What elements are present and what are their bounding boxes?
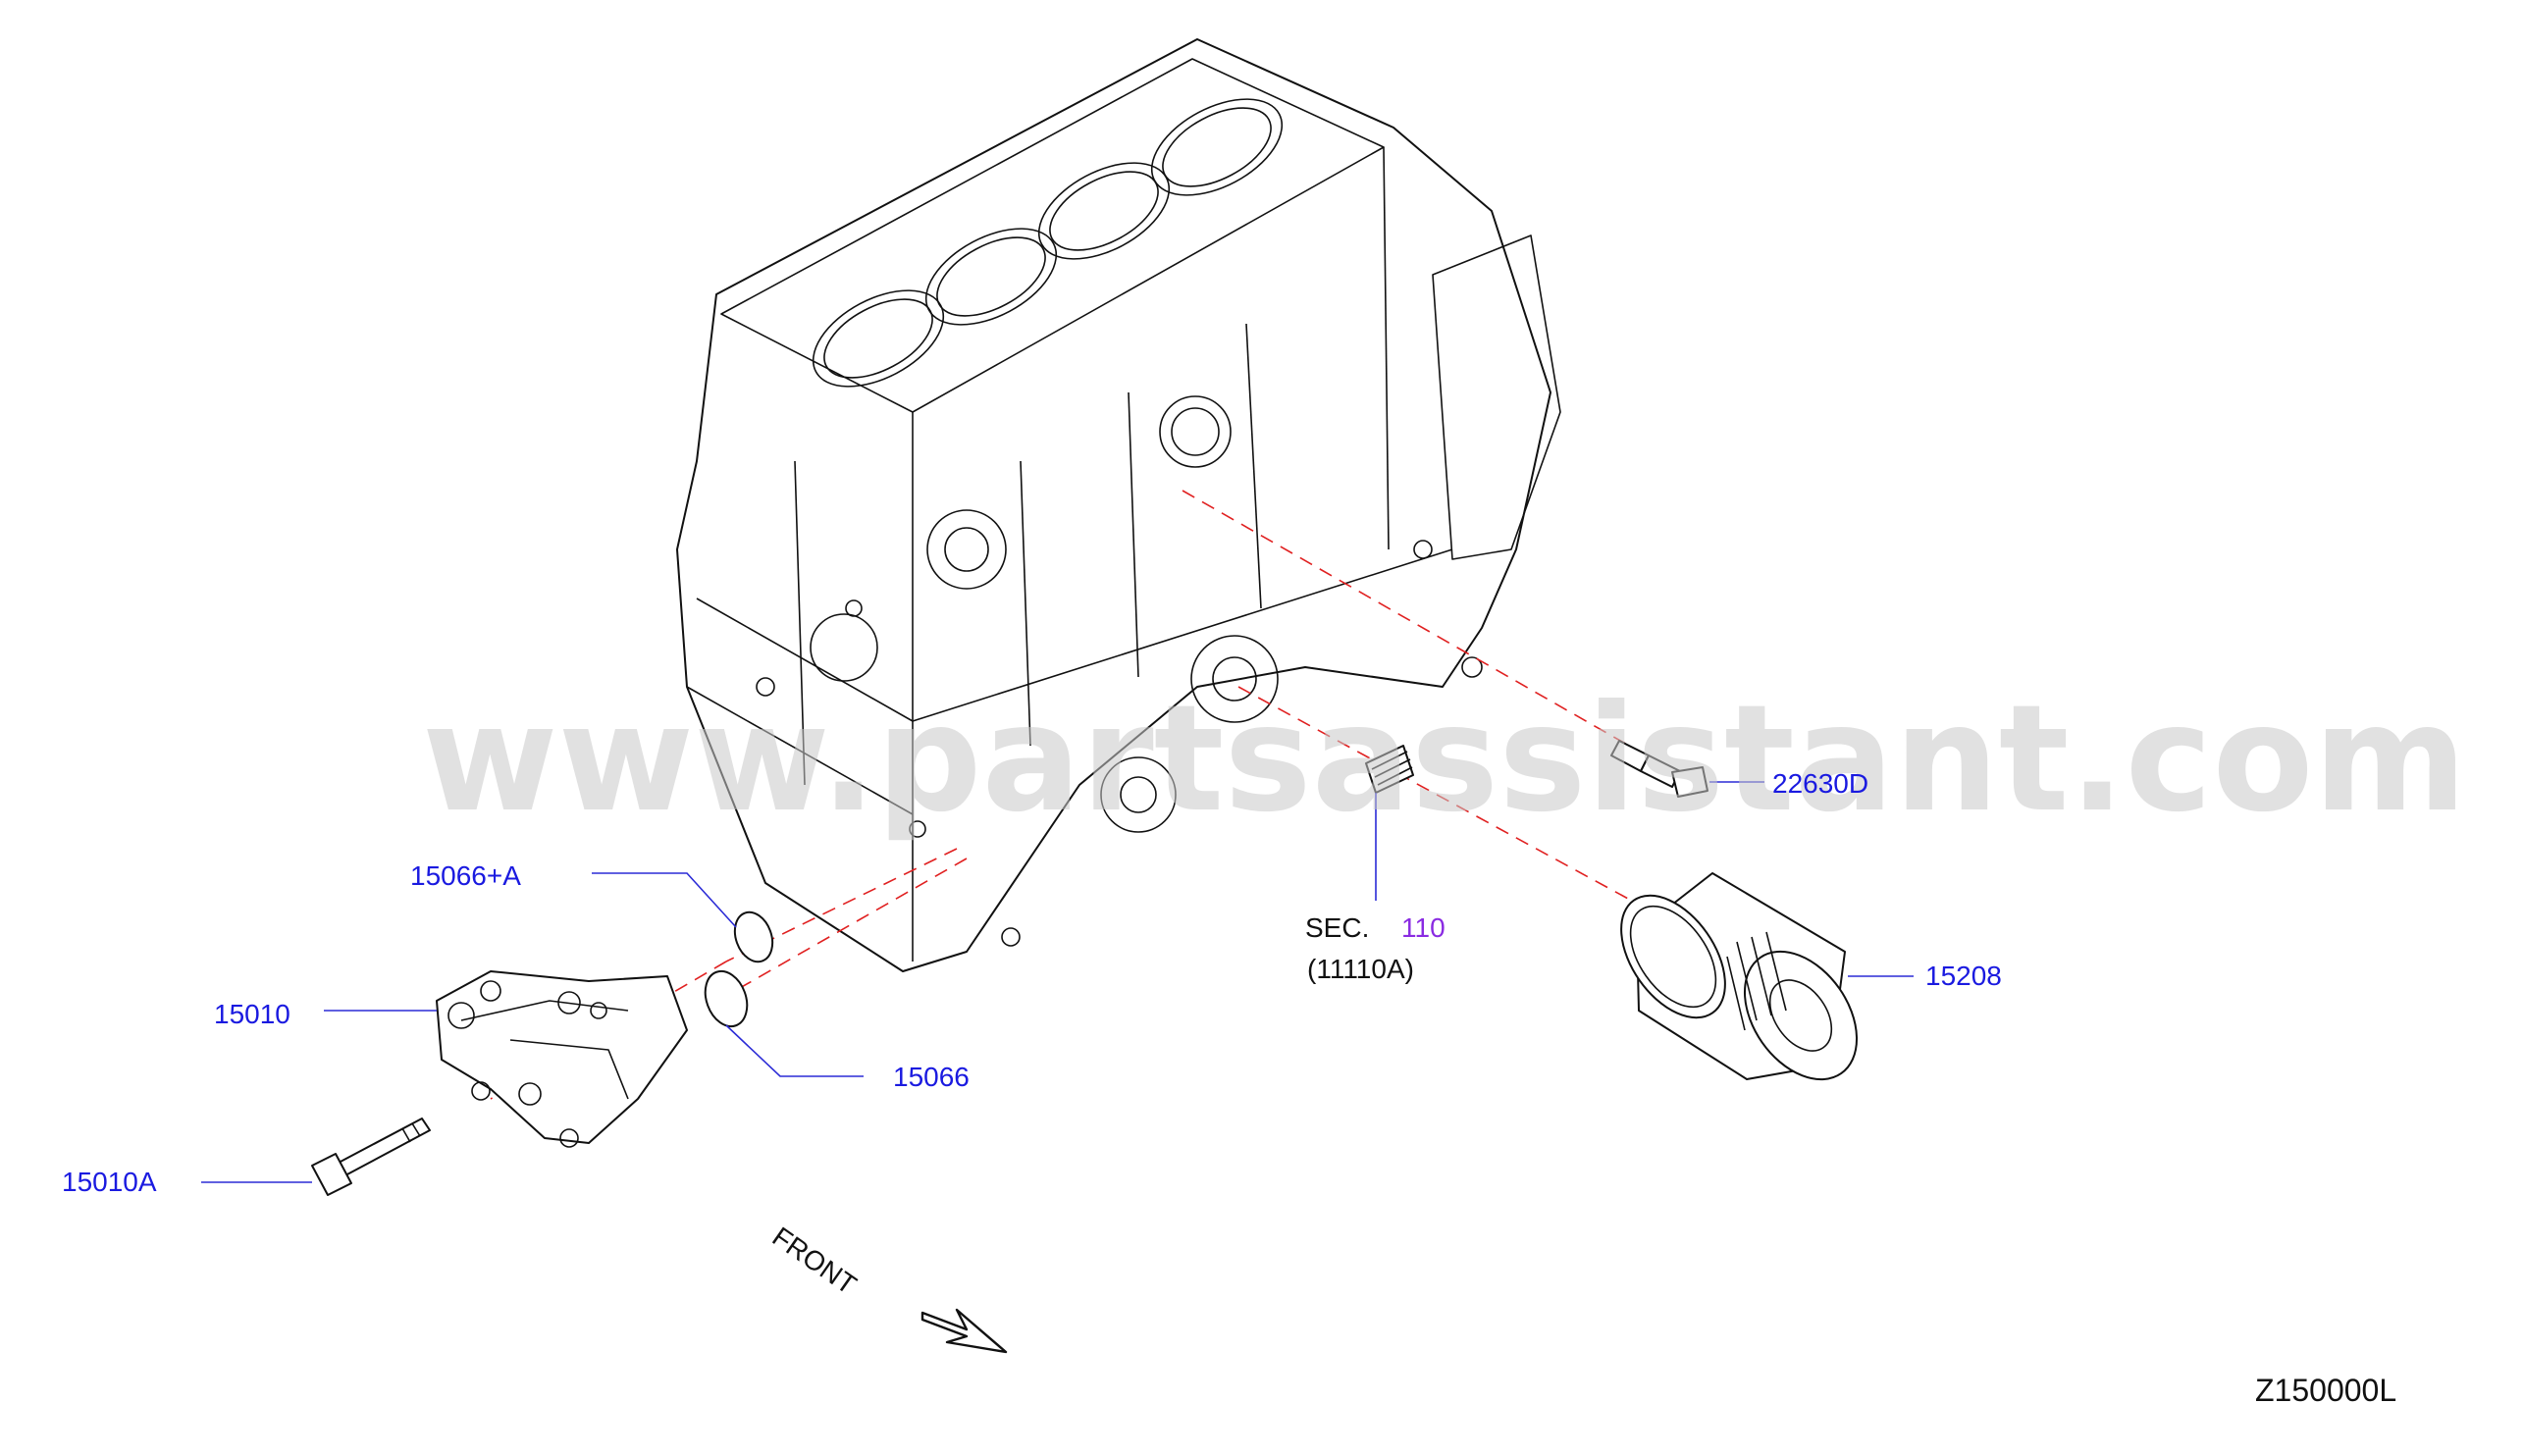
- cylinder-bores: [812, 98, 1284, 388]
- label-15066-a[interactable]: 15066+A: [410, 860, 521, 891]
- label-15066[interactable]: 15066: [893, 1062, 970, 1092]
- oil-pump-illustration: [436, 970, 688, 1148]
- gasket-illustrations: [704, 910, 774, 1028]
- front-direction-arrow: [920, 1308, 1008, 1354]
- label-15010[interactable]: 15010: [214, 999, 290, 1029]
- section-prefix: SEC.: [1305, 912, 1369, 943]
- section-reference: (11110A): [1307, 954, 1414, 984]
- stud-illustration: [1365, 745, 1414, 794]
- label-15208[interactable]: 15208: [1925, 961, 2002, 991]
- section-link-110[interactable]: 110: [1401, 912, 1445, 943]
- front-label: FRONT: [767, 1222, 863, 1301]
- label-22630d[interactable]: 22630D: [1772, 768, 1868, 799]
- oil-filter-illustration: [1620, 872, 1859, 1081]
- bolt-illustration: [311, 1118, 431, 1196]
- diagram-code: Z150000L: [2255, 1373, 2396, 1408]
- watermark: www.partsassistant.com: [422, 674, 2467, 845]
- engine-block-illustration: [676, 38, 1561, 972]
- label-15010a[interactable]: 15010A: [62, 1167, 157, 1197]
- oil-pressure-sensor-illustration: [1610, 740, 1708, 798]
- leader-lines: [201, 781, 1914, 1183]
